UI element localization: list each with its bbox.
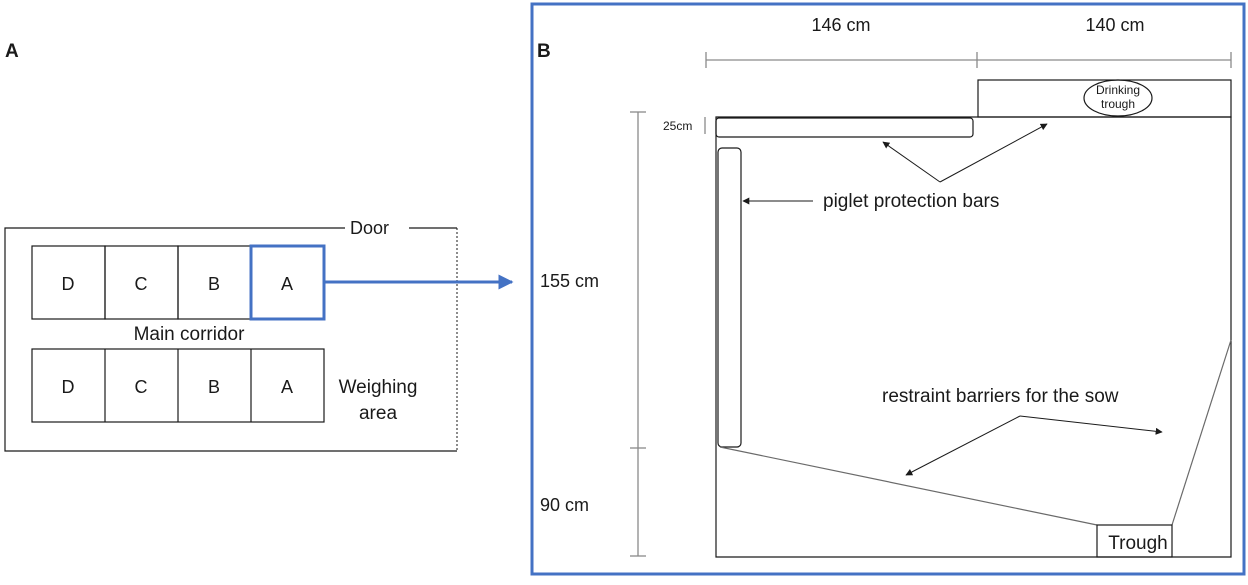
restraint-barrier-diagonal xyxy=(719,446,1098,526)
arrow-to-drinker-bar xyxy=(939,123,1048,183)
pen-top-c-label: C xyxy=(135,274,148,294)
panel-b-border xyxy=(530,2,1246,576)
restraint-barriers-label: restraint barriers for the sow xyxy=(882,386,1119,407)
dim-25-label: 25cm xyxy=(663,119,692,133)
protection-bar-side xyxy=(717,147,742,448)
dim-155-label: 155 cm xyxy=(540,271,599,291)
pen-bottom-b-label: B xyxy=(208,377,220,397)
panel-b: B 146 cm 140 cm 155 cm 90 cm 25cm D xyxy=(530,2,1246,576)
arrow-to-right-barrier xyxy=(1019,415,1163,435)
restraint-barriers xyxy=(719,339,1232,526)
panel-a-letter: A xyxy=(5,41,19,62)
arrow-to-top-bar xyxy=(882,141,941,183)
pen-bottom-d-label: D xyxy=(62,377,75,397)
restraint-barrier-right xyxy=(1171,339,1232,526)
pen-top-a-label: A xyxy=(281,274,293,294)
dim-146-label: 146 cm xyxy=(811,15,870,35)
top-dimension: 146 cm 140 cm xyxy=(705,15,1232,68)
main-corridor-label: Main corridor xyxy=(134,324,246,345)
feeding-trough xyxy=(1096,524,1173,558)
drinking-trough xyxy=(1083,79,1153,117)
panel-b-letter: B xyxy=(537,41,551,62)
dim-90-label: 90 cm xyxy=(540,495,589,515)
farrowing-pen: Drinking trough xyxy=(715,79,1232,558)
top-pen-row: D C B A xyxy=(31,244,326,321)
protection-bar-top xyxy=(715,117,974,138)
door-label: Door xyxy=(350,218,389,238)
panel-a: A Door D C B A Main corridor D C xyxy=(4,41,514,452)
pen-bottom-c-label: C xyxy=(135,377,148,397)
pen-top-d-label: D xyxy=(62,274,75,294)
dim-140-label: 140 cm xyxy=(1085,15,1144,35)
left-dimension: 155 cm 90 cm xyxy=(540,111,646,557)
weighing-area-label-line2: area xyxy=(359,403,397,424)
drinking-trough-label-line2: trough xyxy=(1101,97,1135,111)
barn-wall xyxy=(4,227,457,452)
bottom-pen-row: D C B A xyxy=(31,348,325,423)
barn-outline xyxy=(4,227,458,452)
pen-outline xyxy=(715,116,1232,558)
drinking-trough-area xyxy=(977,79,1232,118)
pen-top-b-label: B xyxy=(208,274,220,294)
trough-label: Trough xyxy=(1108,533,1168,554)
pen-bottom-a-label: A xyxy=(281,377,293,397)
piglet-protection-bars xyxy=(715,117,974,448)
arrow-to-diagonal-barrier xyxy=(905,415,1021,476)
piglet-protection-label: piglet protection bars xyxy=(823,191,999,212)
drinking-trough-label-line1: Drinking xyxy=(1096,83,1140,97)
weighing-area-label-line1: Weighing xyxy=(339,377,418,398)
